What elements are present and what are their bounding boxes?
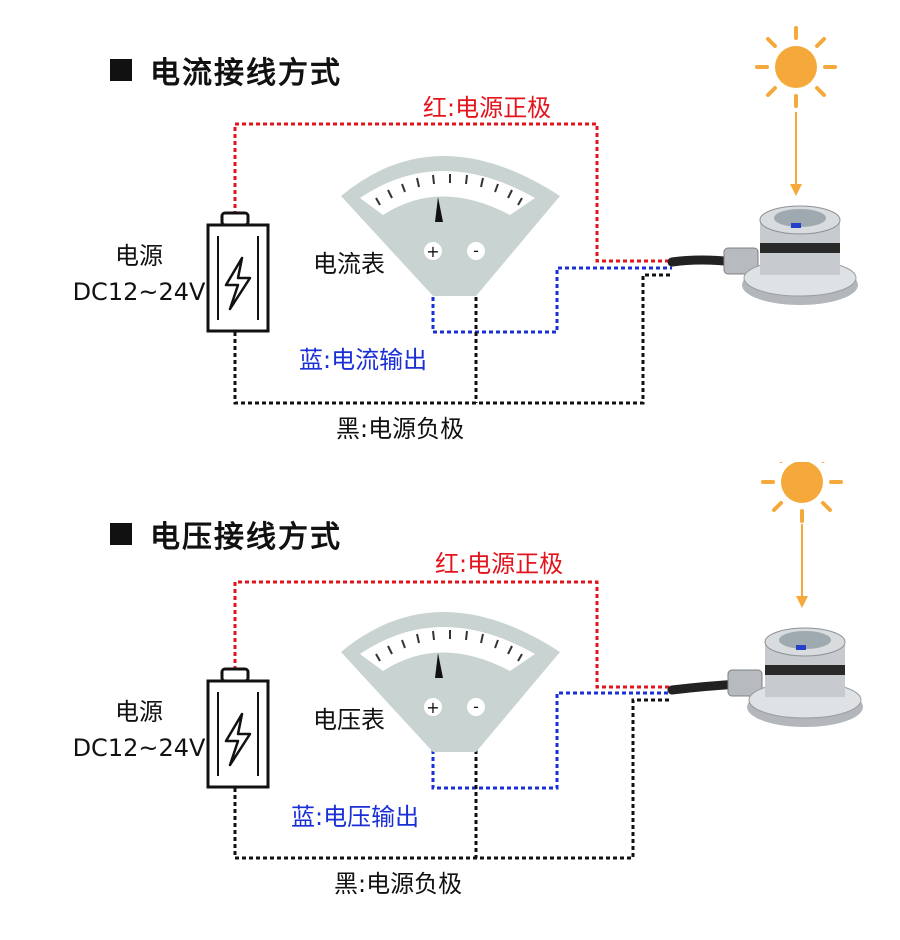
black-wire-label: 黑:电源负极 bbox=[334, 870, 463, 898]
current-wiring-diagram: + - bbox=[206, 26, 858, 405]
voltage-wiring-diagram: + - bbox=[206, 462, 863, 860]
blue-wire-label: 蓝:电流输出 bbox=[299, 346, 428, 374]
sensor-icon bbox=[667, 205, 858, 305]
section-title-text: 电流接线方式 bbox=[150, 56, 342, 91]
title-bullet bbox=[110, 523, 132, 545]
current-wiring-section: + - bbox=[64, 26, 858, 443]
meter-plus-sign: + bbox=[426, 242, 439, 261]
meter-icon bbox=[341, 156, 560, 296]
power-supply-label: 电源 DC12~24V bbox=[64, 238, 214, 310]
black-wire bbox=[233, 273, 672, 405]
battery-icon bbox=[206, 667, 270, 789]
meter-label: 电压表 bbox=[313, 706, 385, 734]
sun-icon bbox=[761, 462, 843, 608]
meter-minus-sign: - bbox=[473, 241, 479, 260]
blue-wire bbox=[431, 691, 672, 790]
voltage-wiring-section: + - bbox=[0, 462, 900, 932]
lightning-icon bbox=[224, 712, 252, 767]
black-wire-label: 黑:电源负极 bbox=[336, 415, 465, 443]
section-title-text: 电压接线方式 bbox=[150, 520, 342, 555]
section-title: 电流接线方式 bbox=[110, 48, 342, 92]
red-wire bbox=[233, 122, 672, 263]
blue-wire bbox=[431, 262, 672, 334]
sun-icon bbox=[755, 26, 837, 196]
title-bullet bbox=[110, 59, 132, 81]
power-supply-label-line1: 电源 bbox=[115, 698, 163, 726]
section-title: 电压接线方式 bbox=[110, 512, 342, 556]
red-wire-label: 红:电源正极 bbox=[423, 94, 552, 122]
meter-label: 电流表 bbox=[313, 250, 385, 278]
power-supply-label-line1: 电源 bbox=[115, 242, 163, 270]
power-supply-label-line2: DC12~24V bbox=[72, 278, 206, 306]
black-wire bbox=[233, 698, 672, 860]
meter-plus-sign: + bbox=[426, 698, 439, 717]
meter-icon bbox=[341, 612, 560, 752]
red-wire bbox=[233, 580, 672, 689]
meter-minus-sign: - bbox=[473, 697, 479, 716]
lightning-icon bbox=[224, 256, 252, 311]
red-wire-label: 红:电源正极 bbox=[435, 550, 564, 578]
battery-icon bbox=[206, 211, 270, 333]
power-supply-label-line2: DC12~24V bbox=[72, 734, 206, 762]
sensor-icon bbox=[667, 627, 863, 727]
blue-wire-label: 蓝:电压输出 bbox=[291, 803, 420, 831]
power-supply-label: 电源 DC12~24V bbox=[64, 694, 214, 766]
